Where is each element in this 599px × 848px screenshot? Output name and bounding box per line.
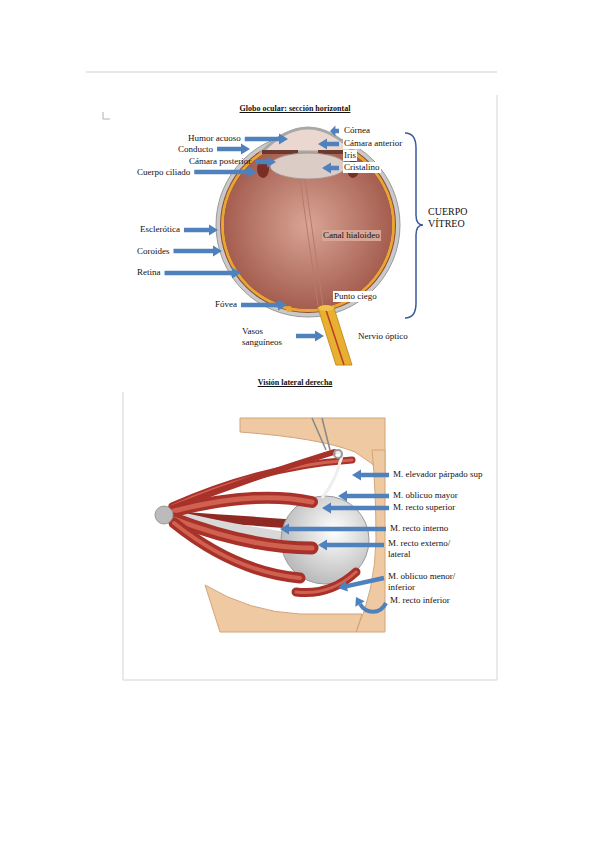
leader-arrow [352,470,389,481]
leader-arrow [241,300,287,311]
leader-arrow [318,139,339,150]
section-heading: Visión lateral derecha [258,378,333,388]
lens [270,153,346,179]
orbital-apex [155,506,173,524]
part-label: Vasos sanguíneos [242,326,292,348]
vitreous-body [224,141,392,309]
forceps [322,418,330,450]
part-label: Cuerpo ciliado [137,167,190,178]
brace [405,133,423,318]
leader-arrow [355,597,364,607]
leader-arrow [330,126,339,137]
leader-arrow [280,524,386,535]
leader-arrow [360,603,386,612]
part-label: M. recto inferior [390,595,450,606]
part-label: Coroides [137,246,170,257]
leader-arrow [217,144,250,155]
inferior-rectus [174,523,300,578]
orbital-floor [205,585,362,632]
part-label: M. recto interno [390,523,448,534]
part-label: Humor acuoso [188,133,241,144]
iris [262,150,298,154]
part-label: M. elevador párpado sup [393,469,482,480]
leader-arrow [318,540,384,551]
corner-mark [103,112,110,119]
frame-line [123,392,124,680]
part-label: CUERPO VÍTREO [428,206,486,230]
part-label: M. recto externo/ lateral [388,538,470,560]
part-label: Nervio óptico [358,331,408,342]
superior-rectus [174,498,312,511]
part-label: M. oblicuo menor/ inferior [388,571,472,593]
leader-arrow [194,167,257,178]
blood-vessel [326,310,344,365]
leader-arrow [338,491,389,502]
figure-title: Globo ocular: sección horizontal [240,104,351,114]
leader-arrow [255,157,276,168]
leader-arrow [174,246,223,257]
leader-arrow [322,163,339,174]
leader-arrow [338,576,384,592]
part-label: Punto ciego [333,291,378,302]
page-rule [86,72,497,73]
part-label: Cristalino [343,162,381,173]
optic-disc [318,305,334,311]
part-label: M. oblicuo mayor [393,490,458,501]
part-label: Córnea [343,125,371,136]
part-label: Cámara anterior [343,138,403,149]
frame-line [497,95,498,680]
hyaloid-canal [305,179,323,306]
part-label: Conducto [178,144,213,155]
leader-arrow [165,268,242,279]
leader-arrow [322,503,389,514]
leader-arrow [296,331,324,342]
part-label: M. recto superior [393,502,455,513]
part-label: Canal hialoideo [322,230,381,241]
part-label: Cámara posterior [189,156,251,167]
leader-arrow [245,134,288,145]
hyaloid-canal [300,179,318,306]
trochlea [334,450,342,458]
part-label: Fóvea [215,299,237,310]
leader-arrow [184,225,218,236]
part-label: Esclerótica [140,224,180,235]
part-label: Iris [343,150,357,161]
part-label: Retina [137,267,161,278]
superior-rectus [174,498,312,511]
frame-line [123,680,497,681]
fovea [286,306,292,312]
inferior-rectus [174,523,300,578]
